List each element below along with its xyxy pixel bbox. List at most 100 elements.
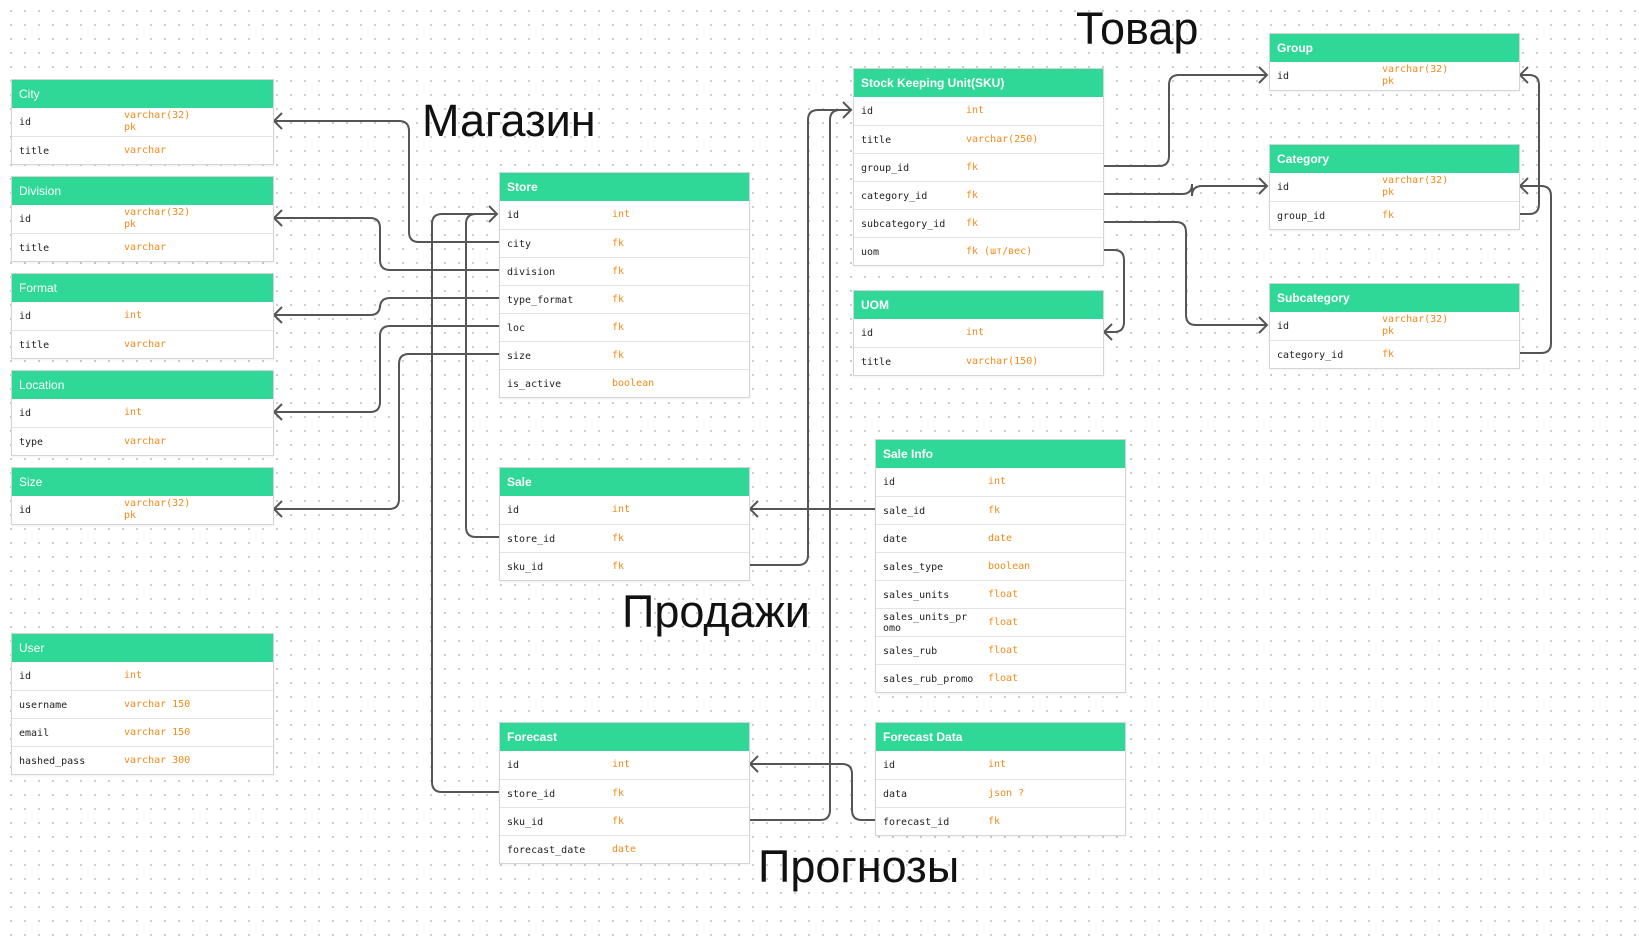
field-type: fk	[612, 266, 625, 277]
field-type: varchar(32)pk	[124, 498, 191, 521]
section-label-tovar: Товар	[1076, 3, 1199, 54]
arrow-head-icon	[272, 306, 283, 324]
field-type: date	[612, 844, 637, 855]
field-name: id	[861, 327, 874, 339]
field-type: fk	[988, 505, 1001, 516]
field-name: id	[19, 670, 32, 682]
field-type: varchar 150	[124, 727, 191, 738]
field-name: id	[883, 476, 896, 488]
arrow-head-icon	[272, 209, 283, 227]
field-type: int	[988, 759, 1007, 770]
field-name: title	[861, 356, 892, 368]
field-type: fk	[1382, 349, 1395, 360]
field-name: hashed_pass	[19, 755, 86, 767]
field-type: int	[124, 670, 143, 681]
arrow-head-icon	[1518, 66, 1529, 84]
field-type: int	[124, 310, 143, 321]
field-name: username	[19, 699, 68, 711]
field-name: email	[19, 727, 50, 739]
field-name: id	[507, 759, 520, 771]
link-sku-subcategory	[1102, 221, 1267, 326]
arrow-head-icon	[1258, 316, 1269, 334]
field-name: title	[861, 134, 892, 146]
table-title: Format	[12, 274, 273, 302]
table-title: Store	[500, 173, 749, 201]
field-name: id	[19, 116, 32, 128]
field-type: varchar(32)pk	[124, 207, 191, 230]
field-name: id	[19, 504, 32, 516]
field-name: id	[1277, 181, 1290, 193]
field-name: id	[883, 759, 896, 771]
field-name: id	[861, 105, 874, 117]
field-name: type	[19, 436, 44, 448]
arrow-head-icon	[272, 112, 283, 130]
link-sku-uom	[1102, 249, 1125, 333]
field-type: boolean	[612, 378, 655, 389]
table-row: size fk	[500, 341, 749, 369]
field-type: fk	[612, 294, 625, 305]
field-name: size	[507, 350, 532, 362]
field-name: subcategory_id	[861, 218, 946, 230]
table-user[interactable]: User id int username varchar 150 email varchar…	[11, 633, 274, 775]
table-title: Stock Keeping Unit(SKU)	[854, 69, 1103, 97]
table-title: Forecast	[500, 723, 749, 751]
field-type: fk	[612, 350, 625, 361]
link-store-format	[274, 297, 499, 316]
field-type: fk	[612, 322, 625, 333]
field-type: int	[966, 327, 985, 338]
arrow-head-icon	[272, 403, 283, 421]
table-title: Group	[1270, 34, 1519, 62]
arrow-head-icon	[1258, 66, 1269, 84]
field-name: id	[1277, 320, 1290, 332]
table-row: uom fk (шт/вес)	[854, 237, 1103, 265]
field-type: varchar 150	[124, 699, 191, 710]
field-name: type_format	[507, 294, 574, 306]
field-type: int	[124, 407, 143, 418]
field-type: fk	[612, 238, 625, 249]
field-name: forecast_id	[883, 816, 950, 828]
field-type: varchar 300	[124, 755, 191, 766]
field-name: uom	[861, 246, 880, 258]
field-name: id	[19, 407, 32, 419]
field-type: fk (шт/вес)	[966, 246, 1033, 257]
field-type: fk	[612, 816, 625, 827]
table-title: User	[12, 634, 273, 662]
table-title: City	[12, 80, 273, 108]
arrow-head-icon	[842, 101, 853, 119]
field-type: fk	[612, 561, 625, 572]
link-subcategory-category	[1518, 185, 1552, 354]
table-row: id int	[12, 302, 273, 330]
field-name: id	[19, 310, 32, 322]
table-title: Sale Info	[876, 440, 1125, 468]
